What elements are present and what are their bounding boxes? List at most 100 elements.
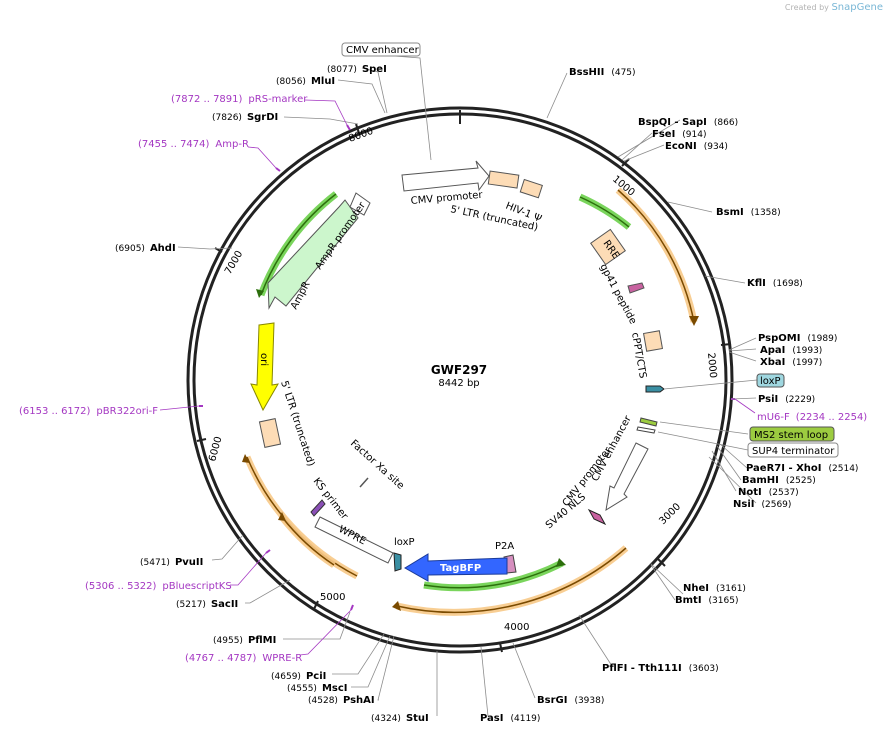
site-pos: (2514) xyxy=(829,464,859,474)
hiv1-psi-feature xyxy=(519,178,543,199)
site-name: PflFI - Tth111I xyxy=(602,663,682,674)
rre-feature xyxy=(590,228,626,266)
primer-labels: (7872 .. 7891) pRS-marker (7455 .. 7474)… xyxy=(19,94,867,664)
factor-xa-feature xyxy=(359,477,369,488)
ltr-left-label: 5' LTR (truncated) xyxy=(278,380,316,468)
site-name: BsmI xyxy=(716,207,744,218)
credit-prefix: Created by xyxy=(784,3,829,12)
sv40-nls-feature xyxy=(587,508,607,526)
ms2-box xyxy=(749,426,835,442)
boxed-labels: CMV enhancer loxP MS2 stem loop SUP4 ter… xyxy=(341,42,839,458)
tagbfp-feature xyxy=(404,553,508,582)
site-name: NotI xyxy=(738,487,762,498)
cmv-promoter-inner-label: CMV promoter xyxy=(561,445,615,509)
ks-primer-label: KS primer xyxy=(311,476,351,522)
site-pos: (934) xyxy=(704,142,728,152)
site-pos: (1698) xyxy=(773,279,803,289)
primer-range: (2234 .. 2254) xyxy=(796,412,868,423)
primer-name: WPRE-R xyxy=(262,653,302,664)
leader-lines xyxy=(177,54,758,717)
ampr-promoter-feature xyxy=(349,192,371,216)
primer-name: Amp-R xyxy=(215,139,249,150)
site-name: PshAI xyxy=(343,695,375,706)
cmv-promoter-top-label: CMV promoter xyxy=(410,190,484,207)
loxp-right-label: loxP xyxy=(760,376,781,387)
site-pos: (4324) xyxy=(371,714,401,724)
site-name: ApaI xyxy=(760,345,785,356)
tick-label: 8000 xyxy=(347,126,375,145)
site-pos: (5471) xyxy=(140,558,170,568)
site-name: AhdI xyxy=(150,243,176,254)
ltr-left-feature xyxy=(258,418,282,448)
site-pos: (475) xyxy=(611,68,635,78)
primer-marks xyxy=(199,124,735,611)
site-name: MluI xyxy=(311,76,335,87)
restriction-sites-left: (8077) SpeI (8056) MluI (7826) SgrDI (69… xyxy=(115,64,429,724)
primer-range: (4767 .. 4787) xyxy=(185,653,257,664)
loxp-right-feature xyxy=(645,385,665,393)
ltr-top-feature xyxy=(487,170,520,189)
site-pos: (2537) xyxy=(769,488,799,498)
site-pos: (8077) xyxy=(327,65,357,75)
ms2-feature xyxy=(639,417,658,427)
site-name: BamHI xyxy=(742,475,779,486)
tick-label: 6000 xyxy=(207,435,224,462)
site-pos: (7826) xyxy=(212,113,242,123)
site-name: PsiI xyxy=(758,394,778,405)
plasmid-length: 8442 bp xyxy=(438,378,479,389)
primer-range: (7455 .. 7474) xyxy=(138,139,210,150)
site-name: KflI xyxy=(747,278,766,289)
ks-primer-feature xyxy=(310,499,326,517)
site-pos: (4119) xyxy=(510,714,540,724)
loxp-inner-feature xyxy=(393,552,402,572)
tick-label: 2000 xyxy=(705,352,718,378)
primer-name: pRS-marker xyxy=(248,94,308,105)
site-pos: (5217) xyxy=(176,600,206,610)
site-pos: (1989) xyxy=(807,334,837,344)
primer-range: (5306 .. 5322) xyxy=(85,581,157,592)
site-name: SpeI xyxy=(362,64,387,75)
snapgene-credit: Created by SnapGene xyxy=(785,2,883,13)
ori-feature xyxy=(250,322,279,412)
site-pos: (1358) xyxy=(751,208,781,218)
gp41-feature xyxy=(627,282,645,294)
site-name: BssHII xyxy=(569,67,604,78)
site-name: SacII xyxy=(211,599,238,610)
site-name: EcoNI xyxy=(665,141,697,152)
site-name: PvuII xyxy=(175,557,203,568)
site-pos: (3161) xyxy=(716,584,746,594)
tick-label: 5000 xyxy=(320,592,345,603)
site-name: NheI xyxy=(683,583,709,594)
cmv-enhancer-box xyxy=(341,42,421,57)
site-name: StuI xyxy=(406,713,429,724)
site-pos: (6905) xyxy=(115,244,145,254)
site-name: PasI xyxy=(480,713,503,724)
site-name: MscI xyxy=(322,683,348,694)
site-pos: (866) xyxy=(714,118,738,128)
site-pos: (914) xyxy=(682,130,706,140)
site-name: NsiI xyxy=(733,499,754,510)
factor-xa-label: Factor Xa site xyxy=(348,438,406,492)
site-pos: (3603) xyxy=(689,664,719,674)
site-name: BspQI - SapI xyxy=(638,117,707,128)
cmv-promoter-top-feature xyxy=(401,160,490,192)
site-pos: (2569) xyxy=(761,500,791,510)
primer-range: (6153 .. 6172) xyxy=(19,406,91,417)
site-pos: (1997) xyxy=(792,358,822,368)
ms2-label: MS2 stem loop xyxy=(754,430,828,441)
site-pos: (4659) xyxy=(271,672,301,682)
sup4-label: SUP4 terminator xyxy=(752,446,835,457)
backbone-outer xyxy=(186,106,734,654)
site-pos: (2229) xyxy=(785,395,815,405)
site-pos: (3165) xyxy=(709,596,739,606)
cppt-feature xyxy=(642,330,664,352)
site-name: BsrGI xyxy=(537,695,567,706)
loxp-box xyxy=(756,373,785,388)
orf-arcs xyxy=(242,187,699,616)
site-name: PflMI xyxy=(248,635,276,646)
site-name: BmtI xyxy=(675,595,702,606)
site-pos: (2525) xyxy=(786,476,816,486)
cmv-enhancer-top-label: CMV enhancer xyxy=(346,45,420,56)
snapgene-logo-text: SnapGene xyxy=(831,2,883,13)
tick-label: 4000 xyxy=(504,622,529,633)
